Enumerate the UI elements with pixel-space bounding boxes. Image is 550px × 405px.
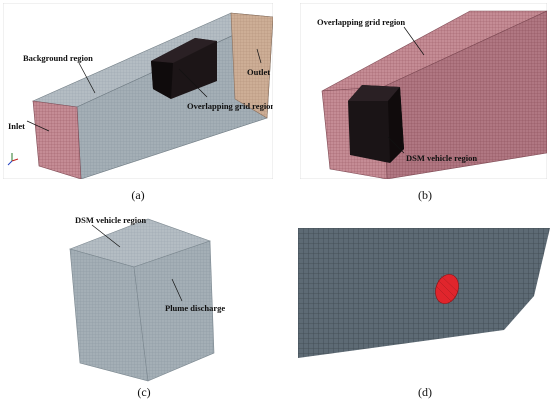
panel-b-figure: Overlapping grid region DSM vehicle regi…: [300, 3, 547, 179]
caption-b: (b): [418, 188, 432, 202]
panel-a-figure: Background region Outlet Overlapping gri…: [3, 3, 273, 179]
panel-d: [298, 228, 550, 358]
axis-triad-icon: [7, 153, 19, 166]
label-overlapping-grid-region-b: Overlapping grid region: [317, 17, 405, 27]
caption-a: (a): [131, 188, 145, 202]
panel-b: Overlapping grid region DSM vehicle regi…: [300, 3, 547, 179]
label-dsm-vehicle-region-b: DSM vehicle region: [406, 153, 477, 163]
outlet-face: [230, 12, 273, 119]
caption-c: (c): [137, 385, 151, 399]
label-dsm-vehicle-region-c: DSM vehicle region: [75, 215, 146, 225]
panel-a: Background region Outlet Overlapping gri…: [3, 3, 273, 179]
label-background-region: Background region: [23, 53, 93, 63]
inlet-face: [32, 100, 82, 179]
panel-c-figure: DSM vehicle region Plume discharge: [69, 215, 225, 382]
label-overlapping-grid-region: Overlapping grid region: [187, 101, 273, 111]
label-inlet: Inlet: [8, 121, 25, 131]
label-outlet: Outlet: [247, 67, 270, 77]
surface-mesh: [298, 228, 550, 358]
caption-d: (d): [418, 385, 432, 399]
panel-d-figure: [298, 228, 550, 358]
cube-right-face: [133, 240, 215, 382]
label-plume-discharge: Plume discharge: [165, 303, 225, 313]
panel-c: DSM vehicle region Plume discharge: [62, 205, 238, 383]
